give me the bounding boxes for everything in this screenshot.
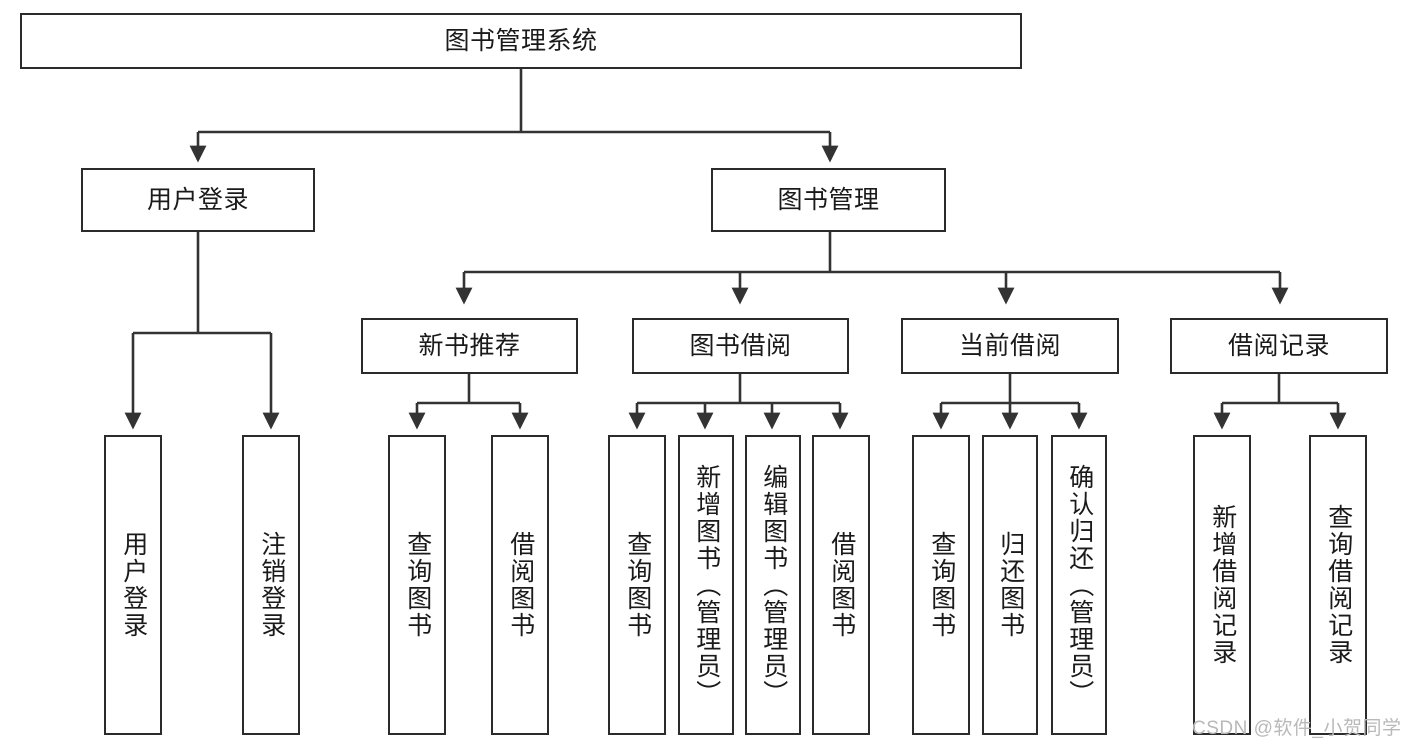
node-root-book-management-system[interactable]: 图书管理系统 (20, 13, 1022, 69)
node-label: 查询图书 (403, 531, 432, 639)
leaf-current-return-book[interactable]: 归还图书 (982, 435, 1038, 735)
leaf-user-login[interactable]: 用户登录 (104, 435, 162, 735)
node-label: 新书推荐 (418, 331, 521, 360)
node-borrow-record[interactable]: 借阅记录 (1170, 318, 1388, 374)
node-label: 借阅记录 (1227, 331, 1330, 360)
node-user-login[interactable]: 用户登录 (81, 168, 315, 232)
node-label: 借阅图书 (827, 531, 856, 639)
node-label: 图书管理 (777, 185, 880, 214)
node-label: 确认归还（管理员） (1065, 463, 1094, 707)
node-label: 借阅图书 (506, 531, 535, 639)
leaf-borrow-add-book-admin[interactable]: 新增图书（管理员） (678, 435, 734, 735)
leaf-current-query-book[interactable]: 查询图书 (912, 435, 970, 735)
leaf-borrow-edit-book-admin[interactable]: 编辑图书（管理员） (745, 435, 801, 735)
node-label: 新增借阅记录 (1208, 504, 1237, 666)
node-current-borrow[interactable]: 当前借阅 (901, 318, 1119, 374)
leaf-record-query-record[interactable]: 查询借阅记录 (1309, 435, 1367, 735)
node-book-management[interactable]: 图书管理 (711, 168, 946, 232)
node-new-book-recommend[interactable]: 新书推荐 (361, 318, 578, 374)
node-label: 查询借阅记录 (1324, 504, 1353, 666)
node-label: 新增图书（管理员） (692, 463, 721, 707)
node-label: 归还图书 (996, 531, 1025, 639)
node-label: 当前借阅 (958, 331, 1061, 360)
node-label: 注销登录 (257, 531, 286, 639)
leaf-recommend-query-book[interactable]: 查询图书 (388, 435, 446, 735)
node-label: 用户登录 (146, 185, 249, 214)
leaf-record-add-record[interactable]: 新增借阅记录 (1193, 435, 1251, 735)
leaf-recommend-borrow-book[interactable]: 借阅图书 (491, 435, 549, 735)
node-label: 编辑图书（管理员） (759, 463, 788, 707)
node-label: 查询图书 (623, 531, 652, 639)
node-label: 用户登录 (119, 531, 148, 639)
leaf-user-logout[interactable]: 注销登录 (242, 435, 300, 735)
leaf-borrow-query-book[interactable]: 查询图书 (608, 435, 666, 735)
leaf-borrow-borrow-book[interactable]: 借阅图书 (812, 435, 870, 735)
leaf-current-confirm-return-admin[interactable]: 确认归还（管理员） (1051, 435, 1107, 735)
node-book-borrow[interactable]: 图书借阅 (632, 318, 849, 374)
node-label: 图书借阅 (689, 331, 792, 360)
node-label: 查询图书 (927, 531, 956, 639)
node-label: 图书管理系统 (444, 26, 598, 55)
